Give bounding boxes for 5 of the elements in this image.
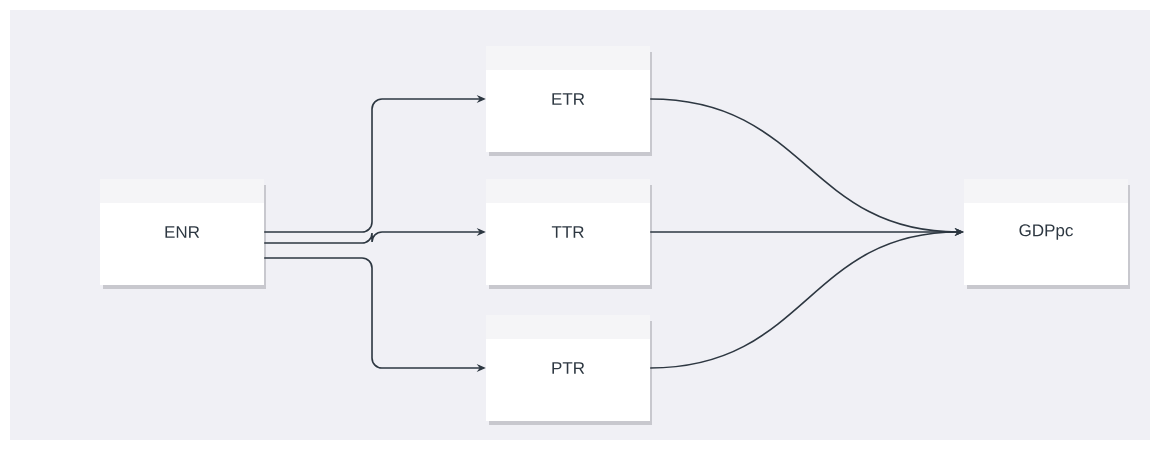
sticky-note: ENR [100,179,266,289]
sticky-note: GDPpc [964,179,1130,289]
sticky-note: TTR [486,179,652,289]
sticky-note: ETR [486,46,652,156]
sticky-note: PTR [486,315,652,425]
